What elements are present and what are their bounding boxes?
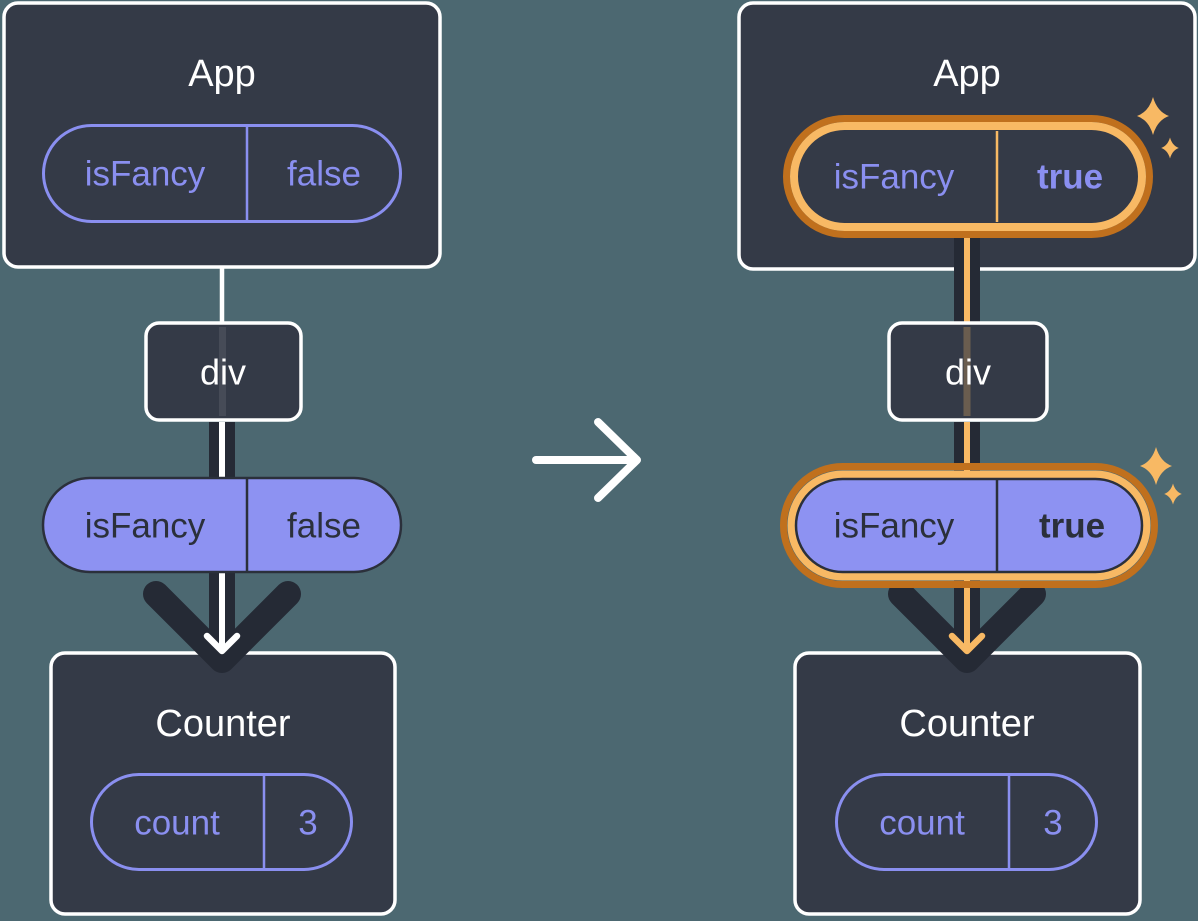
transition-arrow-icon [532,418,641,502]
counter-box [793,651,1142,916]
sparkle-icon [1140,447,1172,485]
prop-flow-ghost-line [219,327,226,416]
transition-arrow-head [594,418,641,502]
app-state-pill [42,124,402,223]
highlight-ring-outer [780,463,1158,588]
app-state-name: isFancy [834,158,955,197]
prop-flow-core-head [948,632,986,655]
app-label: App [188,53,256,95]
prop-flow-core-head [203,632,241,655]
passed-prop-name: isFancy [85,507,206,546]
counter-state-pill [835,773,1098,871]
counter-state-value: 3 [298,804,317,843]
div-box [144,321,303,422]
div-box [887,321,1049,422]
div-label: div [945,352,991,393]
prop-flow-arrow-head [888,581,1046,673]
app-state-value: true [1037,158,1103,197]
passed-prop-value: true [1039,507,1105,546]
counter-box [49,651,397,916]
app-state-value: false [287,155,361,194]
prop-flow-arrow-head [143,581,301,673]
highlight-ring-outer [783,115,1153,238]
prop-flow-ghost-line [963,327,971,416]
sparkle-icon [1164,483,1182,505]
tree-after: App isFancy true div isFancy true Counte… [737,1,1197,916]
app-label: App [933,53,1001,95]
passed-prop-pill [41,476,403,574]
counter-state-pill [90,773,353,871]
passed-prop-value: false [287,507,361,546]
passed-prop-name: isFancy [834,507,955,546]
highlight-ring-inner [787,470,1151,581]
counter-state-name: count [134,804,220,843]
app-box [2,1,442,269]
counter-label: Counter [155,703,291,745]
app-state-pill [790,122,1146,231]
passed-prop-pill [794,477,1144,574]
counter-state-value: 3 [1043,804,1062,843]
div-label: div [200,352,246,393]
counter-state-name: count [879,804,965,843]
app-state-name: isFancy [85,155,206,194]
tree-before: App isFancy false div isFancy false Coun… [2,1,442,916]
counter-label: Counter [899,703,1035,745]
